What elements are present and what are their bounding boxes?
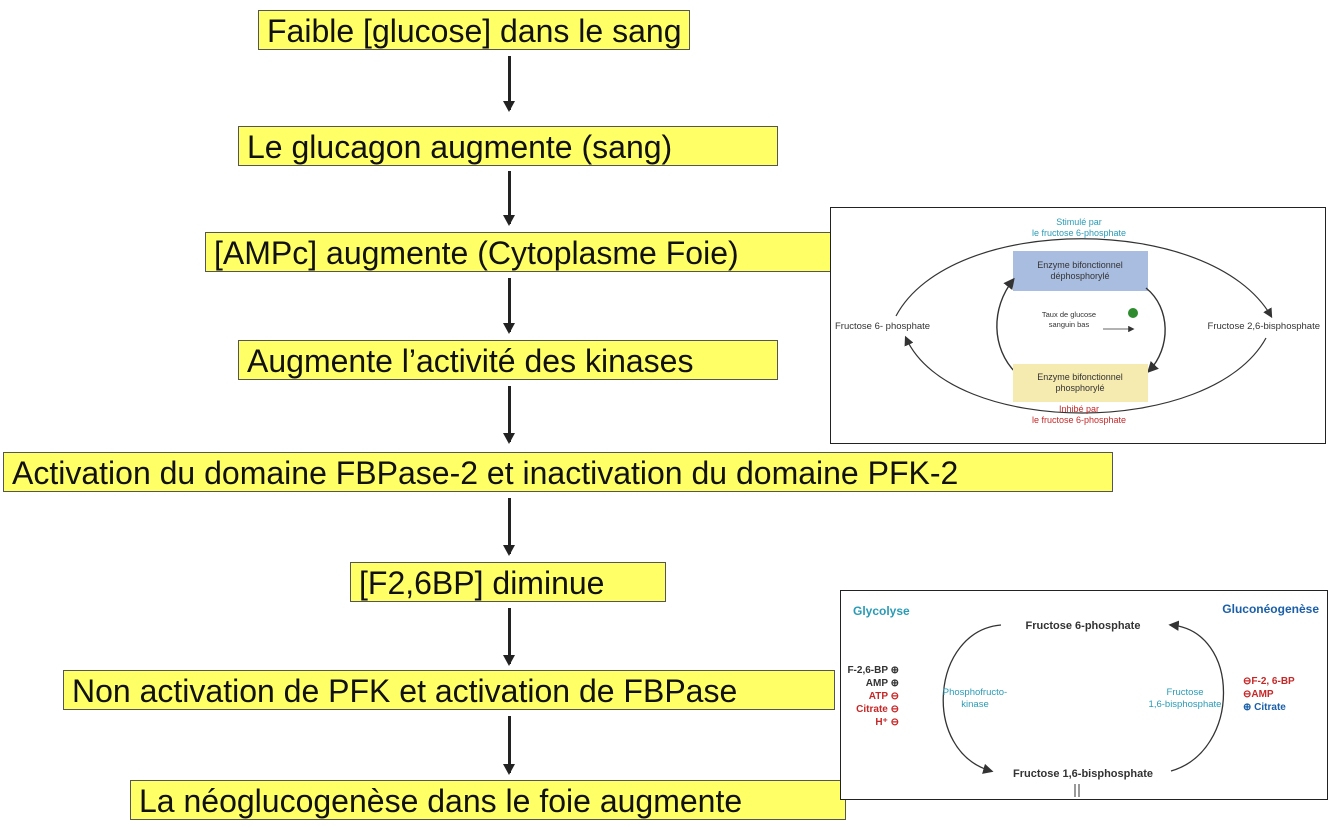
glycolysis-arc-arrow [942, 624, 1002, 774]
top-arc-arrow [895, 238, 1273, 319]
inhibited-line2: le fructose 6-phosphate [1032, 415, 1126, 425]
dephosphorylation-arrow [996, 277, 1017, 374]
right-effector-f26bp: ⊖F-2, 6-BP [1243, 676, 1295, 687]
flow-arrow [503, 171, 515, 226]
left-effector-atp: ATP ⊖ [869, 691, 899, 702]
step-kinase-activity: Augmente l’activité des kinases [238, 340, 778, 380]
low-glucose-dot-icon [1128, 308, 1138, 318]
glycolyse-label: Glycolyse [853, 604, 910, 618]
flow-arrow [503, 386, 515, 444]
step-pfk-fbpase: Non activation de PFK et activation de F… [63, 670, 835, 710]
flow-arrow [503, 716, 515, 775]
bifunctional-enzyme-figure: Stimulé par le fructose 6-phosphate Enzy… [830, 207, 1326, 444]
fbpase-line2: 1,6-bisphosphate [1149, 699, 1222, 710]
phosphofructokinase-line1: Phosphofructo- [943, 687, 1007, 698]
left-effector-amp: AMP ⊕ [866, 678, 899, 689]
enzyme-dephos-line1: Enzyme bifonctionnel [1037, 260, 1123, 270]
enzyme-dephos-line2: déphosphorylé [1050, 271, 1109, 281]
fructose-16-bisphosphate-metabolite: Fructose 1,6-bisphosphate [1013, 768, 1153, 780]
phosphorylated-enzyme-box [1013, 364, 1148, 402]
phosphofructokinase-line2: kinase [961, 699, 988, 710]
right-effector-citrate: ⊕ Citrate [1243, 702, 1286, 713]
step-camp-increase: [AMPc] augmente (Cytoplasme Foie) [205, 232, 831, 272]
inhibited-line1: Inhibé par [1059, 404, 1099, 414]
flow-arrow [503, 498, 515, 556]
step-low-glucose: Faible [glucose] dans le sang [258, 10, 691, 50]
flow-arrow [503, 56, 515, 112]
enzyme-phos-line2: phosphorylé [1055, 383, 1104, 393]
gluconeogenesis-arc-arrow [1168, 620, 1224, 772]
fbpase-line1: Fructose [1167, 687, 1204, 698]
glucose-level-line2: sanguin bas [1049, 320, 1090, 329]
enzyme-phos-line1: Enzyme bifonctionnel [1037, 372, 1123, 382]
stimulated-line2: le fructose 6-phosphate [1032, 228, 1126, 238]
fructose-6-phosphate-label: Fructose 6- phosphate [835, 321, 930, 332]
step-fbpase2-activation: Activation du domaine FBPase-2 et inacti… [3, 452, 1113, 492]
dephosphorylated-enzyme-box [1013, 251, 1148, 291]
stimulated-line1: Stimulé par [1056, 217, 1102, 227]
fructose-6-phosphate-metabolite: Fructose 6-phosphate [1026, 620, 1141, 632]
flow-arrow [503, 608, 515, 666]
flow-arrow [503, 278, 515, 334]
phosphorylation-arrow [1145, 287, 1166, 374]
fructose-26-bisphosphate-label: Fructose 2,6-bisphosphate [1208, 321, 1320, 332]
left-effector-citrate: Citrate ⊖ [856, 704, 899, 715]
glycolysis-gluconeogenesis-figure: Glycolyse Gluconéogenèse Fructose 6-phos… [840, 590, 1328, 800]
right-effector-amp: ⊖AMP [1243, 689, 1274, 700]
glucose-level-line1: Taux de glucose [1042, 310, 1096, 319]
left-effector-h: H⁺ ⊖ [875, 717, 899, 728]
gluconeogenese-label: Gluconéogenèse [1222, 602, 1319, 616]
left-effector-f26bp: F-2,6-BP ⊕ [847, 665, 899, 676]
step-glucagon-increase: Le glucagon augmente (sang) [238, 126, 778, 166]
glycolysis-gluconeogenesis-diagram: Glycolyse Gluconéogenèse Fructose 6-phos… [847, 602, 1319, 797]
step-f26bp-decrease: [F2,6BP] diminue [350, 562, 666, 602]
step-gluconeogenesis-increase: La néoglucogenèse dans le foie augmente [130, 780, 846, 820]
bottom-arc-arrow [904, 335, 1267, 414]
bifunctional-enzyme-diagram: Stimulé par le fructose 6-phosphate Enzy… [835, 217, 1320, 425]
